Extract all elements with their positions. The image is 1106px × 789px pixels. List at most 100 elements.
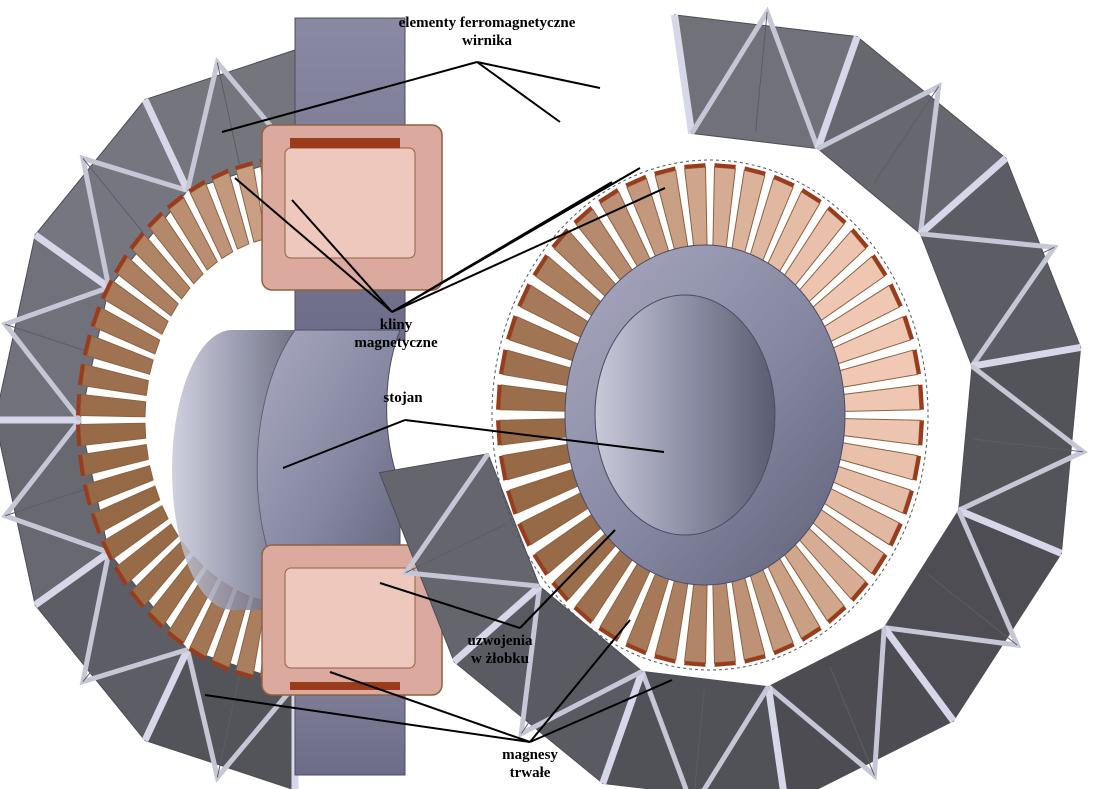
leader-line bbox=[391, 187, 666, 313]
leader-line bbox=[476, 61, 601, 89]
winding-section bbox=[284, 147, 416, 259]
winding-coil bbox=[79, 393, 147, 418]
magnetic-wedge bbox=[211, 660, 229, 672]
magnetic-wedge bbox=[496, 384, 502, 410]
magnet-strip bbox=[971, 343, 1082, 370]
winding-section bbox=[284, 567, 416, 669]
leader-line bbox=[391, 181, 613, 313]
magnet-strip bbox=[814, 35, 861, 150]
magnetic-wedge bbox=[147, 611, 164, 629]
magnetic-wedge bbox=[496, 420, 502, 446]
leader-line bbox=[404, 419, 665, 453]
magnetic-wedge bbox=[654, 654, 676, 664]
leader-line bbox=[282, 419, 406, 469]
magnetic-wedge bbox=[598, 626, 619, 642]
magnetic-wedge bbox=[744, 654, 766, 664]
magnet-strip bbox=[33, 549, 111, 608]
magnet-strip bbox=[599, 670, 646, 785]
magnetic-wedge bbox=[902, 315, 914, 340]
segment-edge bbox=[973, 438, 1084, 453]
magnetic-wedge bbox=[827, 206, 847, 225]
winding-coil bbox=[712, 578, 736, 664]
winding-coil bbox=[684, 578, 708, 664]
magnetic-wedge bbox=[82, 484, 92, 506]
segment-edge bbox=[873, 86, 940, 184]
winding-coil bbox=[79, 422, 147, 447]
segment-edge bbox=[520, 636, 587, 734]
label-line: trwałe bbox=[509, 765, 551, 781]
magnet-strip bbox=[764, 686, 787, 789]
magnetic-wedge bbox=[850, 581, 869, 602]
magnetic-wedge bbox=[918, 384, 924, 410]
label-line: magnesy bbox=[502, 747, 558, 763]
magnet-strip bbox=[881, 625, 957, 723]
magnetic-wedge bbox=[625, 642, 647, 656]
label-permanent-magnets: magnesy trwałe bbox=[480, 746, 580, 782]
magnetic-wedge bbox=[506, 490, 518, 515]
magnetic-wedge bbox=[714, 661, 736, 667]
label-slot-windings: uzwojenia w żłobku bbox=[440, 632, 560, 668]
label-stator: stojan bbox=[368, 389, 438, 407]
leader-line bbox=[221, 61, 478, 133]
leader-line bbox=[234, 177, 393, 313]
magnetic-wedge bbox=[188, 179, 206, 193]
magnetic-wedge bbox=[801, 188, 822, 204]
magnetic-wedge bbox=[166, 630, 184, 646]
segment-pattern bbox=[816, 82, 942, 235]
magnetic-wedge bbox=[850, 228, 869, 249]
winding-coil bbox=[168, 196, 218, 271]
magnetic-wedge bbox=[684, 661, 706, 667]
segment-pattern bbox=[1, 418, 110, 555]
label-line: elementy ferromagnetyczne bbox=[398, 15, 576, 31]
segment-edge bbox=[405, 523, 507, 574]
label-line: stojan bbox=[383, 390, 423, 406]
magnetic-wedge bbox=[918, 420, 924, 446]
magnetic-wedge bbox=[82, 334, 92, 356]
magnetic-wedge bbox=[801, 626, 822, 642]
segment-edge bbox=[216, 675, 240, 778]
magnet-strip bbox=[918, 155, 1009, 237]
magnetic-wedge bbox=[290, 138, 400, 148]
magnetic-wedge bbox=[235, 670, 254, 679]
magnetic-wedge bbox=[290, 682, 400, 690]
magnet-strip bbox=[451, 583, 542, 665]
magnetic-wedge bbox=[532, 553, 549, 576]
leader-line bbox=[529, 679, 673, 743]
segment-pattern bbox=[639, 670, 771, 789]
magnetic-wedge bbox=[76, 394, 81, 416]
segment-edge bbox=[5, 488, 88, 517]
magnetic-wedge bbox=[211, 168, 229, 180]
magnetic-wedge bbox=[100, 279, 114, 300]
label-line: w żłobku bbox=[471, 651, 529, 667]
segment-edge bbox=[829, 665, 875, 776]
magnetic-wedge bbox=[506, 315, 518, 340]
magnetic-wedge bbox=[100, 540, 114, 561]
segment-edge bbox=[216, 62, 240, 165]
magnetic-wedge bbox=[889, 283, 903, 308]
label-line: magnetyczne bbox=[354, 335, 438, 351]
magnetic-wedge bbox=[551, 581, 570, 602]
magnet-strip bbox=[957, 507, 1063, 557]
magnetic-wedge bbox=[573, 605, 593, 624]
winding-coil bbox=[189, 182, 234, 260]
segment-pattern bbox=[1, 285, 110, 422]
segment-edge bbox=[5, 323, 88, 352]
magnetic-wedge bbox=[902, 490, 914, 515]
magnetic-wedge bbox=[90, 512, 102, 534]
magnetic-wedge bbox=[235, 161, 254, 170]
winding-coil bbox=[684, 166, 708, 252]
label-rotor-ferromagnetic-elements: elementy ferromagnetyczne wirnika bbox=[372, 14, 602, 50]
winding-coil bbox=[86, 334, 154, 375]
magnetic-wedge bbox=[889, 522, 903, 547]
magnetic-wedge bbox=[744, 166, 766, 176]
segment-edge bbox=[927, 574, 1018, 646]
magnetic-wedge bbox=[76, 424, 81, 446]
magnet-strip bbox=[141, 648, 191, 742]
label-line: wirnika bbox=[461, 33, 512, 49]
magnetic-wedge bbox=[625, 174, 647, 188]
label-line: uzwojenia bbox=[467, 633, 533, 649]
segment-edge bbox=[755, 12, 768, 132]
winding-coil bbox=[712, 166, 736, 252]
magnet-strip bbox=[33, 232, 111, 291]
